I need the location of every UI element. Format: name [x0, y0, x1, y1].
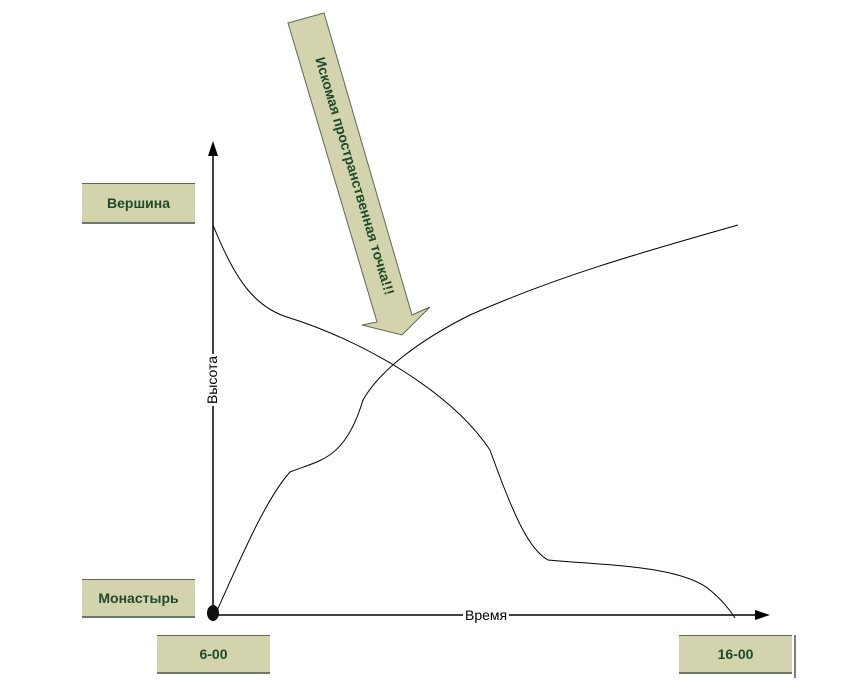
- bottom-label-box: Монастырь: [82, 579, 195, 618]
- x-axis-arrowhead: [755, 610, 770, 620]
- start-time-box: 6-00: [157, 635, 270, 674]
- y-axis-label: Высота: [204, 353, 221, 407]
- top-label-box: Вершина: [82, 183, 195, 224]
- end-time-box: 16-00: [679, 635, 792, 674]
- descent-curve: [212, 224, 736, 619]
- y-axis-arrowhead: [208, 141, 218, 156]
- origin-point: [207, 605, 219, 621]
- callout-arrow: [287, 12, 431, 336]
- x-axis-label: Время: [463, 607, 510, 623]
- ascent-curve: [214, 224, 739, 616]
